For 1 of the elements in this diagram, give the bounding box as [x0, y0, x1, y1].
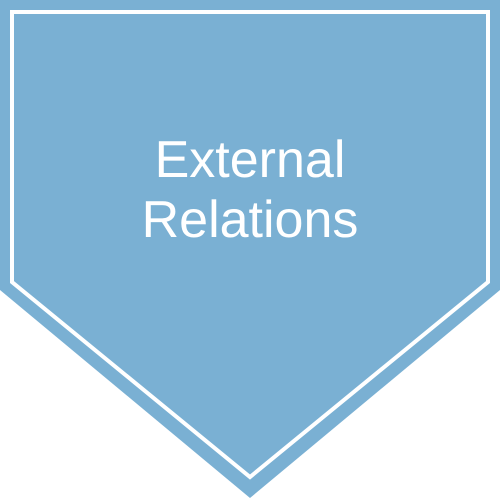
node-label: External Relations	[140, 130, 360, 250]
